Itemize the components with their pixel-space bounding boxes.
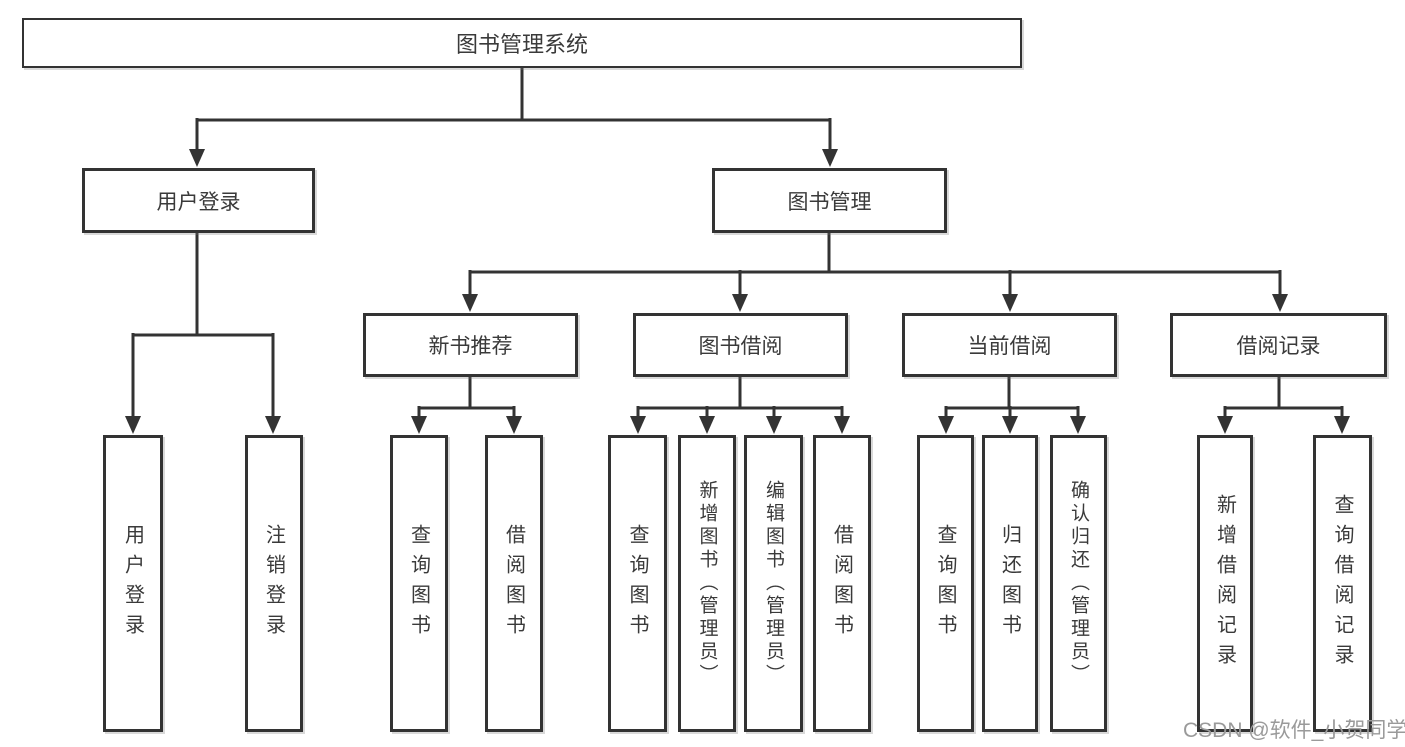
leaf-query-books-2: 查询图书 [608,435,667,732]
arrowhead [189,149,205,167]
leaf-borrow-books-2-label: 借阅图书 [830,523,853,644]
arrowhead [766,416,782,434]
leaf-add-book-admin: 新增图书（管理员） [678,435,736,732]
leaf-add-borrow-record-label: 新增借阅记录 [1213,493,1236,674]
arrowhead [1070,416,1086,434]
leaf-borrow-books-2: 借阅图书 [813,435,871,732]
arrowheads [125,149,1350,434]
node-book-borrow: 图书借阅 [633,313,848,377]
arrowhead [1002,416,1018,434]
leaf-query-books-1-label: 查询图书 [407,523,430,644]
connector-group-2 [944,377,1080,418]
arrowhead [506,416,522,434]
node-borrow-records-label: 借阅记录 [1236,335,1321,358]
node-book-mgmt: 图书管理 [712,168,947,233]
node-root-label: 图书管理系统 [455,32,588,57]
leaf-edit-book-admin-label: 编辑图书（管理员） [763,480,784,687]
leaf-borrow-books-1: 借阅图书 [485,435,543,732]
node-book-borrow-label: 图书借阅 [698,335,783,358]
arrowhead [1272,294,1288,312]
leaf-query-books-3-label: 查询图书 [934,523,956,644]
arrowhead [630,416,646,434]
node-book-mgmt-label: 图书管理 [787,190,872,214]
leaf-return-book: 归还图书 [982,435,1038,732]
arrowhead [125,416,141,434]
leaf-user-login-label: 用户登录 [121,523,144,644]
leaf-query-borrow-record: 查询借阅记录 [1313,435,1372,732]
arrowhead [462,294,478,312]
arrowhead [938,416,954,434]
arrowhead [1217,416,1233,434]
node-new-book-recommend: 新书推荐 [363,313,578,377]
leaf-add-book-admin-label: 新增图书（管理员） [696,480,718,687]
connector-user-login [131,232,275,418]
leaf-add-borrow-record: 新增借阅记录 [1197,435,1253,732]
connector-root [195,68,832,152]
node-new-book-recommend-label: 新书推荐 [428,335,513,358]
leaf-user-login: 用户登录 [103,435,163,732]
arrowhead [822,149,838,167]
node-current-borrow-label: 当前借阅 [967,335,1052,358]
leaf-query-books-2-label: 查询图书 [626,523,648,644]
leaf-return-book-label: 归还图书 [998,523,1021,644]
connector-group-3 [1223,377,1344,418]
leaf-logout-label: 注销登录 [262,523,285,644]
connector-book-mgmt [468,233,1282,296]
connector-group-0 [417,377,516,418]
node-current-borrow: 当前借阅 [902,313,1117,377]
leaf-borrow-books-1-label: 借阅图书 [502,523,525,644]
node-user-login-label: 用户登录 [156,190,241,214]
node-root: 图书管理系统 [22,18,1022,68]
connector-group-1 [636,377,844,418]
node-user-login: 用户登录 [82,168,315,233]
arrowhead [1002,294,1018,312]
leaf-confirm-return-admin-label: 确认归还（管理员） [1068,480,1089,687]
arrowhead [265,416,281,434]
node-borrow-records: 借阅记录 [1170,313,1387,377]
leaf-query-books-1: 查询图书 [390,435,448,732]
arrowhead [732,294,748,312]
leaf-logout: 注销登录 [245,435,303,732]
leaf-query-borrow-record-label: 查询借阅记录 [1331,493,1353,674]
arrowhead [1334,416,1350,434]
csdn-watermark: CSDN @软件_小贺同学 [1183,719,1405,742]
leaf-edit-book-admin: 编辑图书（管理员） [744,435,803,732]
leaf-query-books-3: 查询图书 [917,435,974,732]
arrowhead [411,416,427,434]
leaf-confirm-return-admin: 确认归还（管理员） [1050,435,1107,732]
arrowhead [699,416,715,434]
arrowhead [834,416,850,434]
